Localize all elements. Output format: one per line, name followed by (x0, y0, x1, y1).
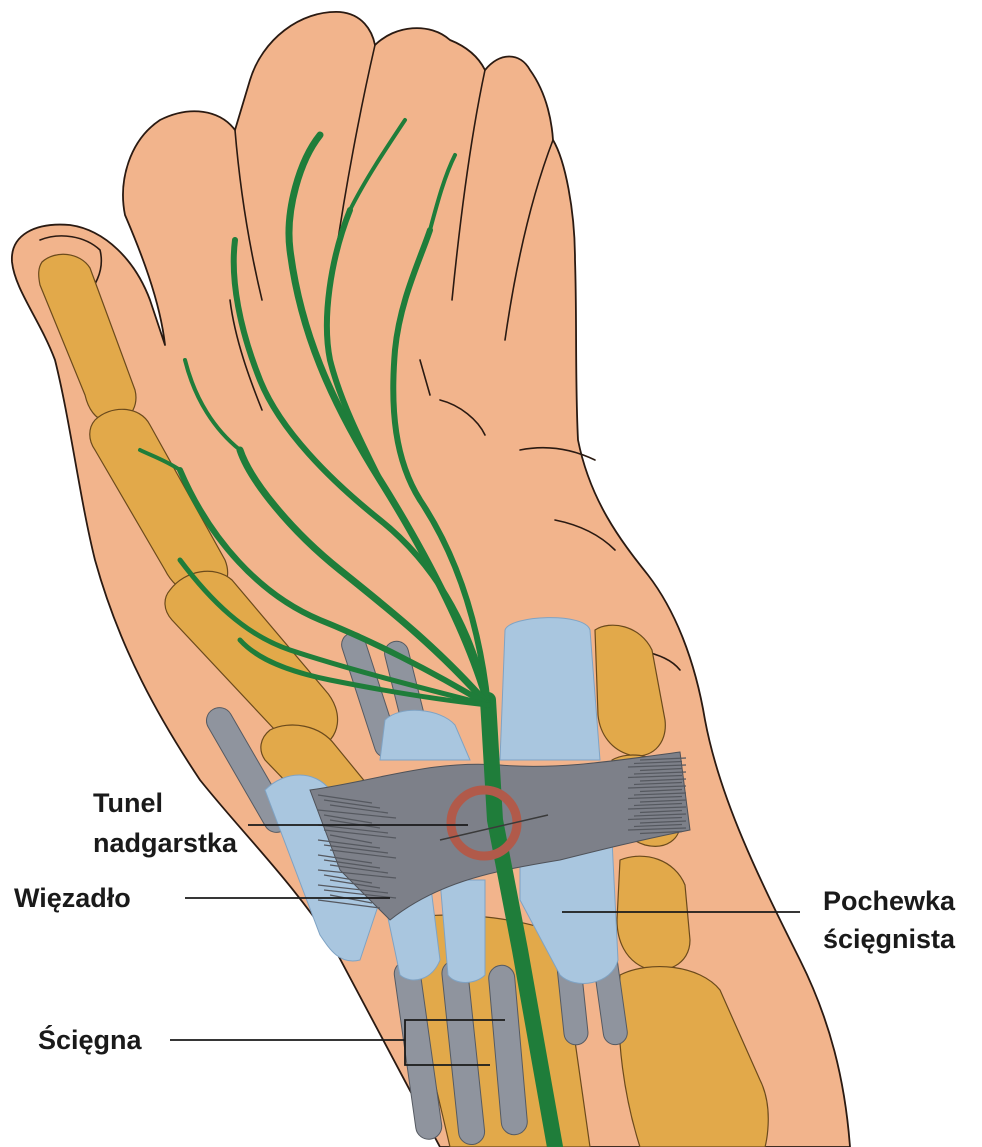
ligament-label: Więzadło (14, 883, 131, 913)
tunnel-label-line2: nadgarstka (93, 828, 238, 858)
sheath-label-line2: ścięgnista (823, 924, 956, 954)
tunnel-label-line1: Tunel (93, 788, 163, 818)
tendons-label: Ścięgna (38, 1024, 143, 1055)
sheath-label-line1: Pochewka (823, 886, 956, 916)
